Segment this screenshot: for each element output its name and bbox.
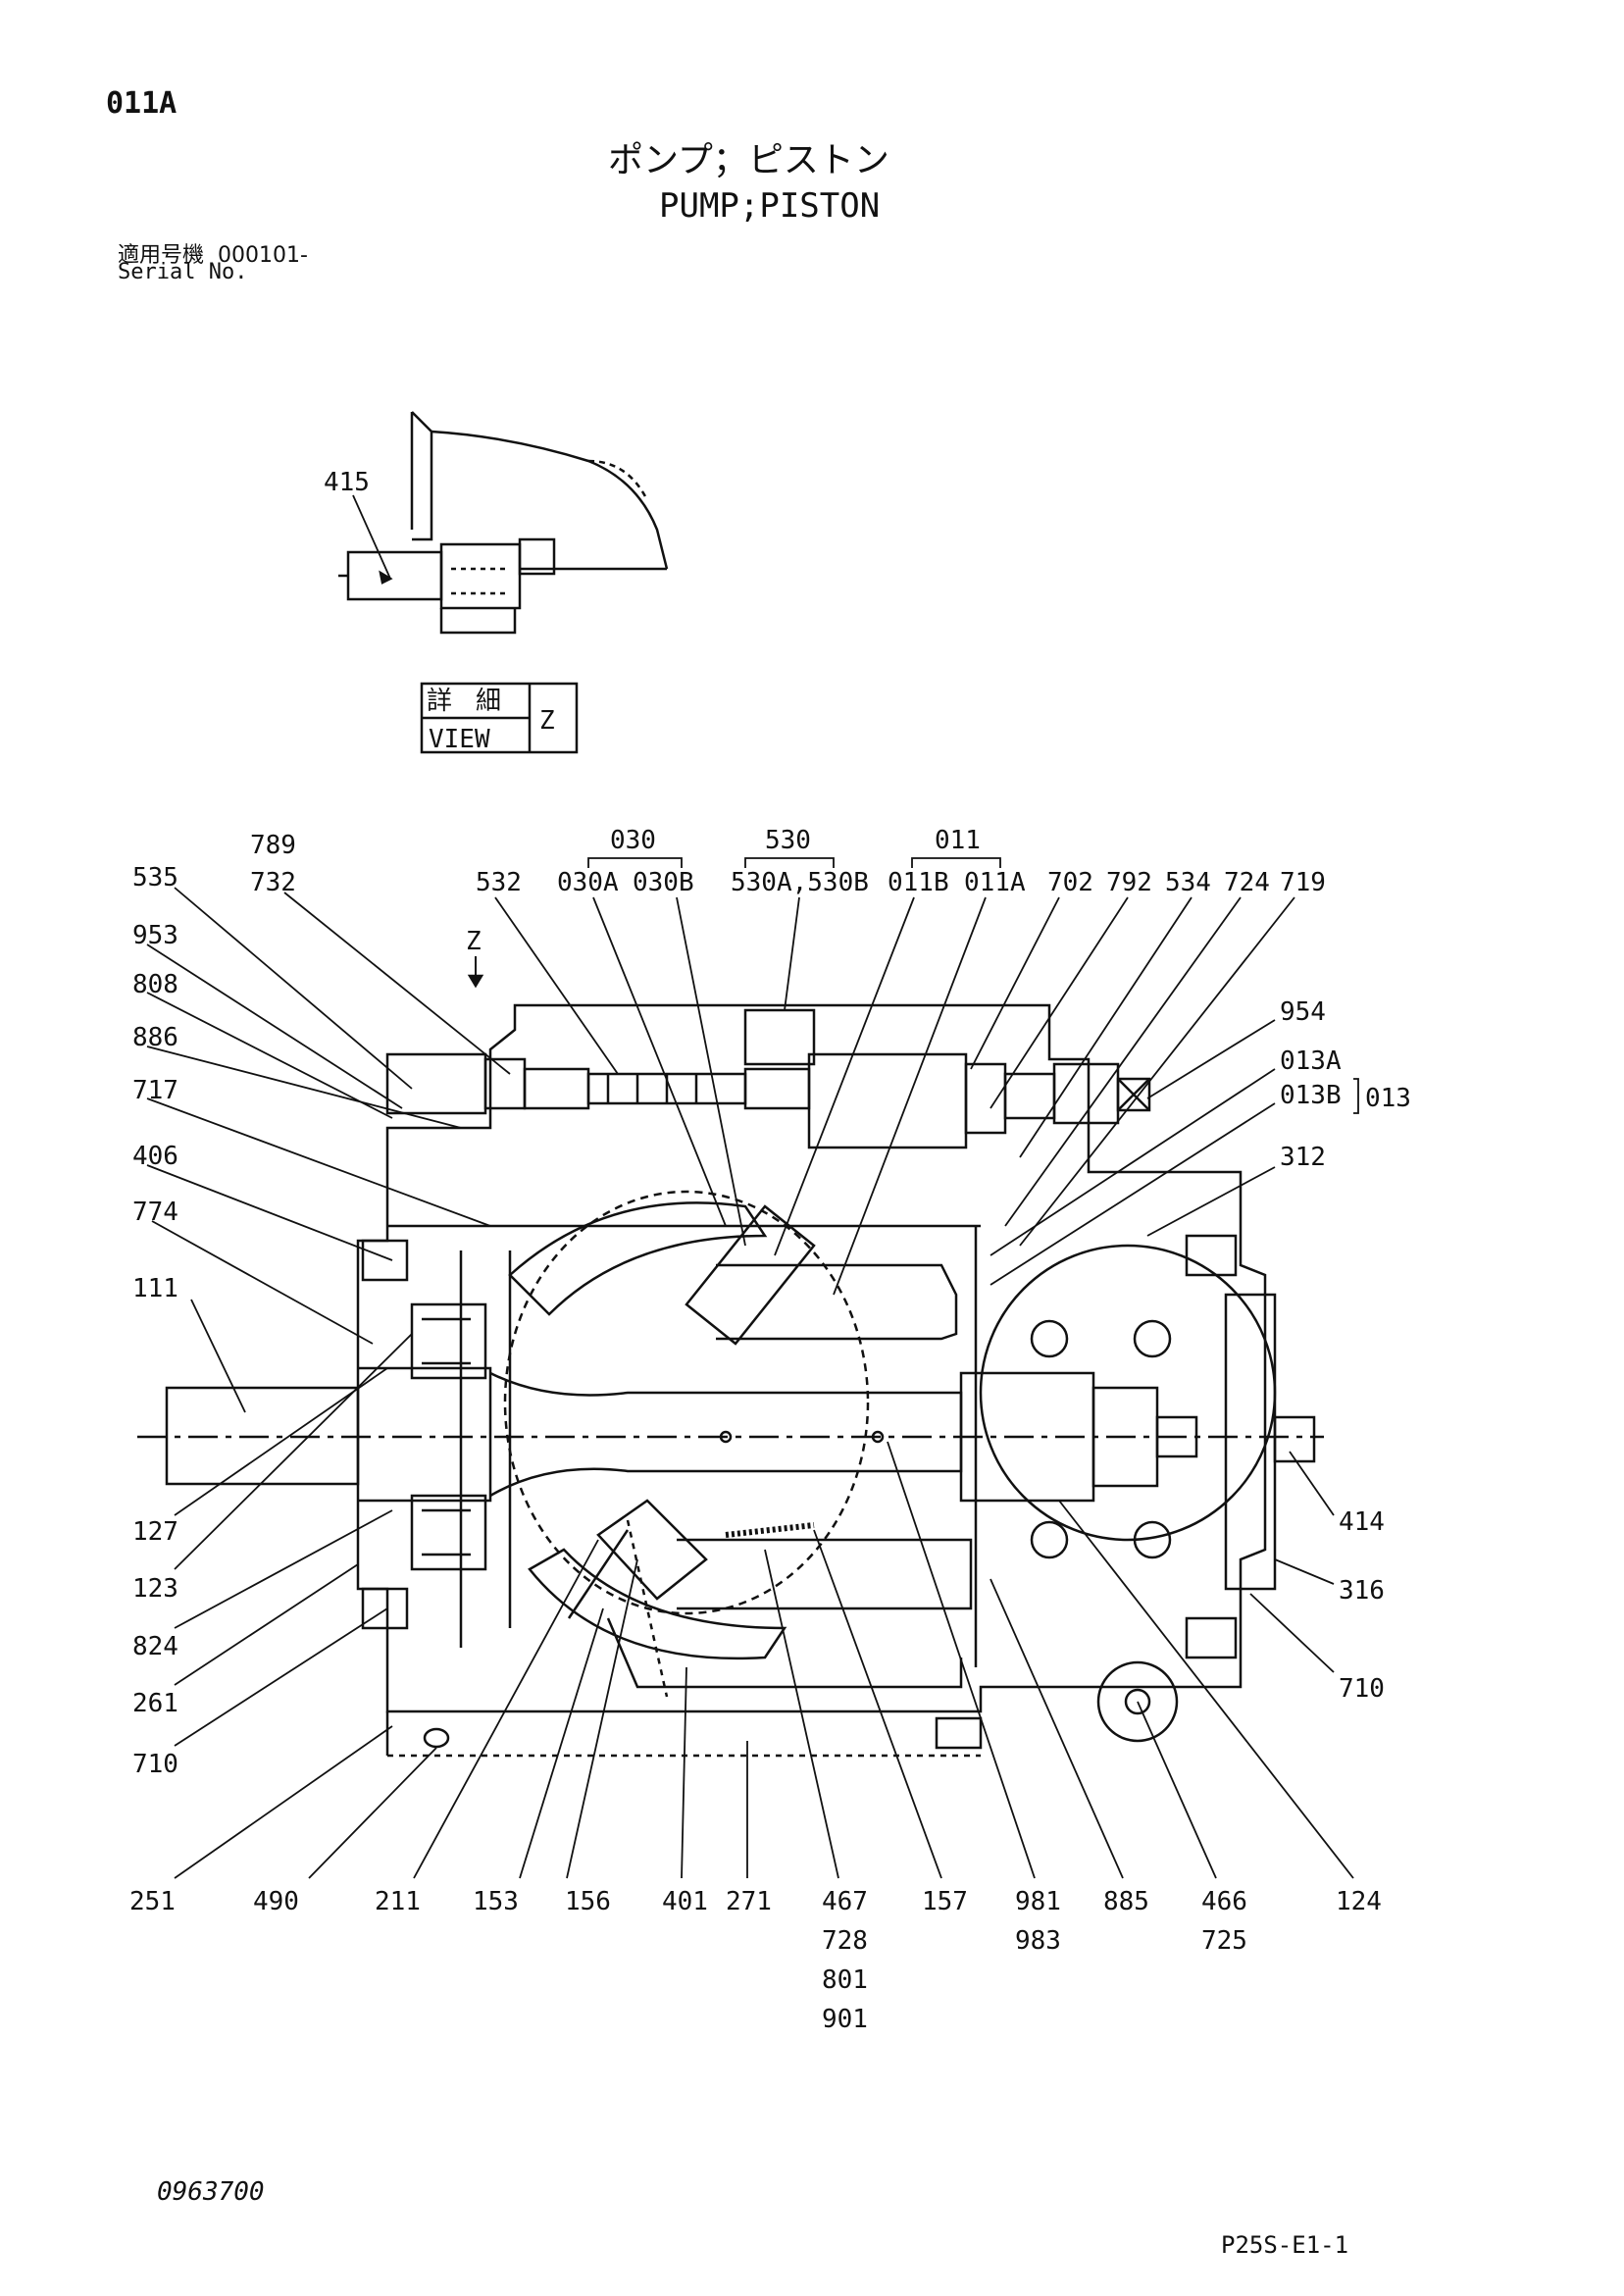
view-z-jp-1: 詳: [427, 687, 452, 716]
diagram-code: 011A: [106, 86, 178, 121]
group-030: 030: [610, 826, 656, 855]
callout-111: 111: [132, 1274, 178, 1303]
serial-label-english: Serial No.: [118, 260, 248, 284]
view-z-letter: Z: [539, 706, 555, 736]
document-number: 0963700: [157, 2177, 265, 2207]
group-530: 530: [765, 826, 811, 855]
callout-530ab: 530A,530B: [731, 868, 869, 897]
callout-886: 886: [132, 1023, 178, 1052]
page-reference: P25S-E1-1: [1221, 2231, 1349, 2259]
callout-211: 211: [375, 1887, 421, 1916]
title-english: PUMP;PISTON: [659, 186, 881, 226]
callout-153: 153: [473, 1887, 519, 1916]
callout-466: 466: [1201, 1887, 1247, 1916]
callout-702: 702: [1047, 868, 1093, 897]
callout-719: 719: [1280, 868, 1326, 897]
callout-983: 983: [1015, 1926, 1061, 1956]
callout-732: 732: [250, 868, 296, 897]
callout-406: 406: [132, 1142, 178, 1171]
callout-710-left: 710: [132, 1750, 178, 1779]
callout-532: 532: [476, 868, 522, 897]
detail-view-z: [338, 411, 669, 754]
callout-013b: 013B: [1280, 1081, 1342, 1110]
group-013: 013: [1365, 1084, 1411, 1113]
callout-251: 251: [129, 1887, 176, 1916]
callout-534: 534: [1165, 868, 1211, 897]
callout-030a: 030A: [557, 868, 619, 897]
callout-011a: 011A: [964, 868, 1026, 897]
callout-792: 792: [1106, 868, 1152, 897]
drive-shaft: [137, 1366, 1324, 1503]
callout-414: 414: [1339, 1507, 1385, 1537]
callout-728: 728: [822, 1926, 868, 1956]
callout-710-right: 710: [1339, 1674, 1385, 1704]
callout-801: 801: [822, 1965, 868, 1995]
detail-part-label: 415: [324, 468, 370, 497]
callout-312: 312: [1280, 1143, 1326, 1172]
bearings: [361, 1239, 487, 1630]
view-z-jp-2: 細: [476, 687, 501, 716]
callout-401: 401: [662, 1887, 708, 1916]
callout-490: 490: [253, 1887, 299, 1916]
callout-467: 467: [822, 1887, 868, 1916]
callout-981: 981: [1015, 1887, 1061, 1916]
callout-535: 535: [132, 863, 178, 893]
callout-953: 953: [132, 921, 178, 950]
callout-724: 724: [1224, 868, 1270, 897]
pistons: [567, 1204, 973, 1619]
title-japanese: ポンプ；ピストン: [608, 140, 889, 180]
leader-lines: [146, 887, 1354, 1879]
serial-label-jp: 適用号機: [118, 243, 205, 268]
callout-954: 954: [1280, 997, 1326, 1027]
callout-271: 271: [726, 1887, 772, 1916]
callout-885: 885: [1103, 1887, 1149, 1916]
group-011: 011: [935, 826, 981, 855]
callout-717: 717: [132, 1076, 178, 1105]
callout-156: 156: [565, 1887, 611, 1916]
callout-011b: 011B: [888, 868, 949, 897]
callout-127: 127: [132, 1517, 178, 1547]
end-cover: [1185, 1234, 1316, 1659]
view-arrow-letter: Z: [466, 927, 482, 956]
callout-901: 901: [822, 2005, 868, 2034]
serial-range: 000101-: [218, 243, 308, 268]
callout-774: 774: [132, 1198, 178, 1227]
callout-789: 789: [250, 831, 296, 860]
callout-157: 157: [922, 1887, 968, 1916]
serial-label-japanese: 適用号機 000101-: [118, 237, 308, 269]
pump-housing: [356, 1003, 1277, 1743]
callout-808: 808: [132, 970, 178, 999]
callout-824: 824: [132, 1632, 178, 1661]
callout-316: 316: [1339, 1576, 1385, 1606]
callout-725: 725: [1201, 1926, 1247, 1956]
view-z-en: VIEW: [429, 725, 490, 754]
callout-013a: 013A: [1280, 1046, 1342, 1076]
callout-030b: 030B: [633, 868, 694, 897]
callout-123: 123: [132, 1574, 178, 1604]
top-regulator: [385, 1008, 1151, 1149]
callout-261: 261: [132, 1689, 178, 1718]
callout-124: 124: [1336, 1887, 1382, 1916]
